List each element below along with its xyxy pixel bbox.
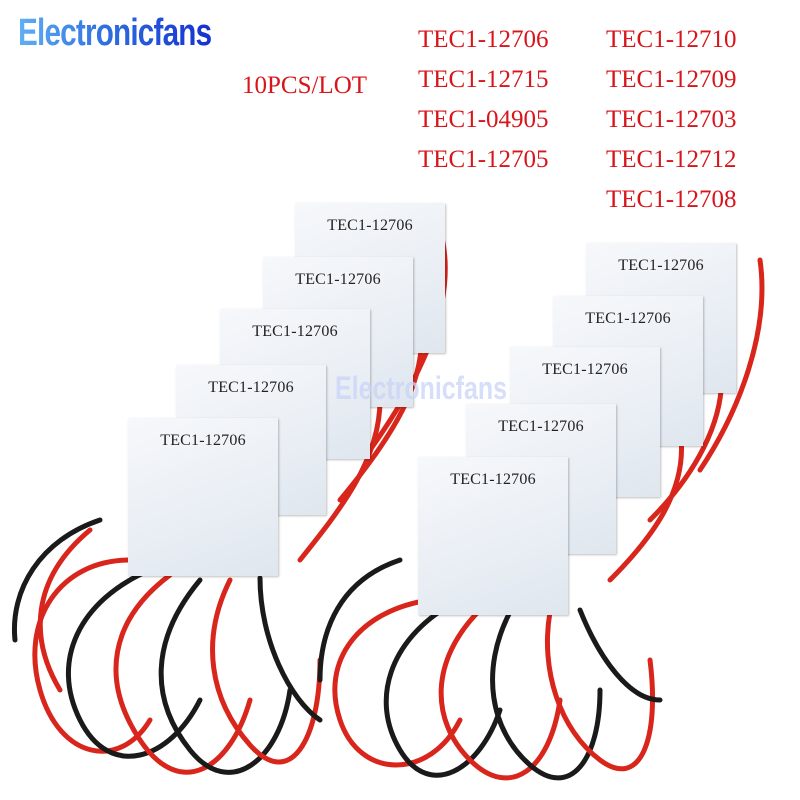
model-item: TEC1-12710 — [606, 26, 737, 53]
module-label: TEC1-12706 — [585, 310, 671, 327]
module-label: TEC1-12706 — [498, 418, 584, 435]
module-label: TEC1-12706 — [160, 432, 246, 449]
tec-module: TEC1-12706 — [128, 418, 278, 576]
tec-module: TEC1-12706 — [418, 457, 568, 615]
module-label: TEC1-12706 — [450, 471, 536, 488]
model-list-left: TEC1-12706 TEC1-12715 TEC1-04905 TEC1-12… — [418, 20, 549, 180]
model-item: TEC1-12705 — [418, 146, 549, 173]
model-item: TEC1-12715 — [418, 66, 549, 93]
model-list-right: TEC1-12710 TEC1-12709 TEC1-12703 TEC1-12… — [606, 20, 737, 220]
watermark: Electronicfans — [335, 370, 508, 406]
model-item: TEC1-12706 — [418, 26, 549, 53]
module-label: TEC1-12706 — [327, 217, 413, 234]
module-label: TEC1-12706 — [252, 323, 338, 340]
module-label: TEC1-12706 — [295, 271, 381, 288]
quantity-label: 10PCS/LOT — [242, 72, 368, 99]
module-label: TEC1-12706 — [618, 257, 704, 274]
model-item: TEC1-12703 — [606, 106, 737, 133]
model-item: TEC1-12708 — [606, 186, 737, 213]
brand-logo: Electronicfans — [18, 12, 212, 54]
model-item: TEC1-12709 — [606, 66, 737, 93]
module-label: TEC1-12706 — [542, 361, 628, 378]
model-item: TEC1-04905 — [418, 106, 549, 133]
model-item: TEC1-12712 — [606, 146, 737, 173]
module-label: TEC1-12706 — [208, 379, 294, 396]
